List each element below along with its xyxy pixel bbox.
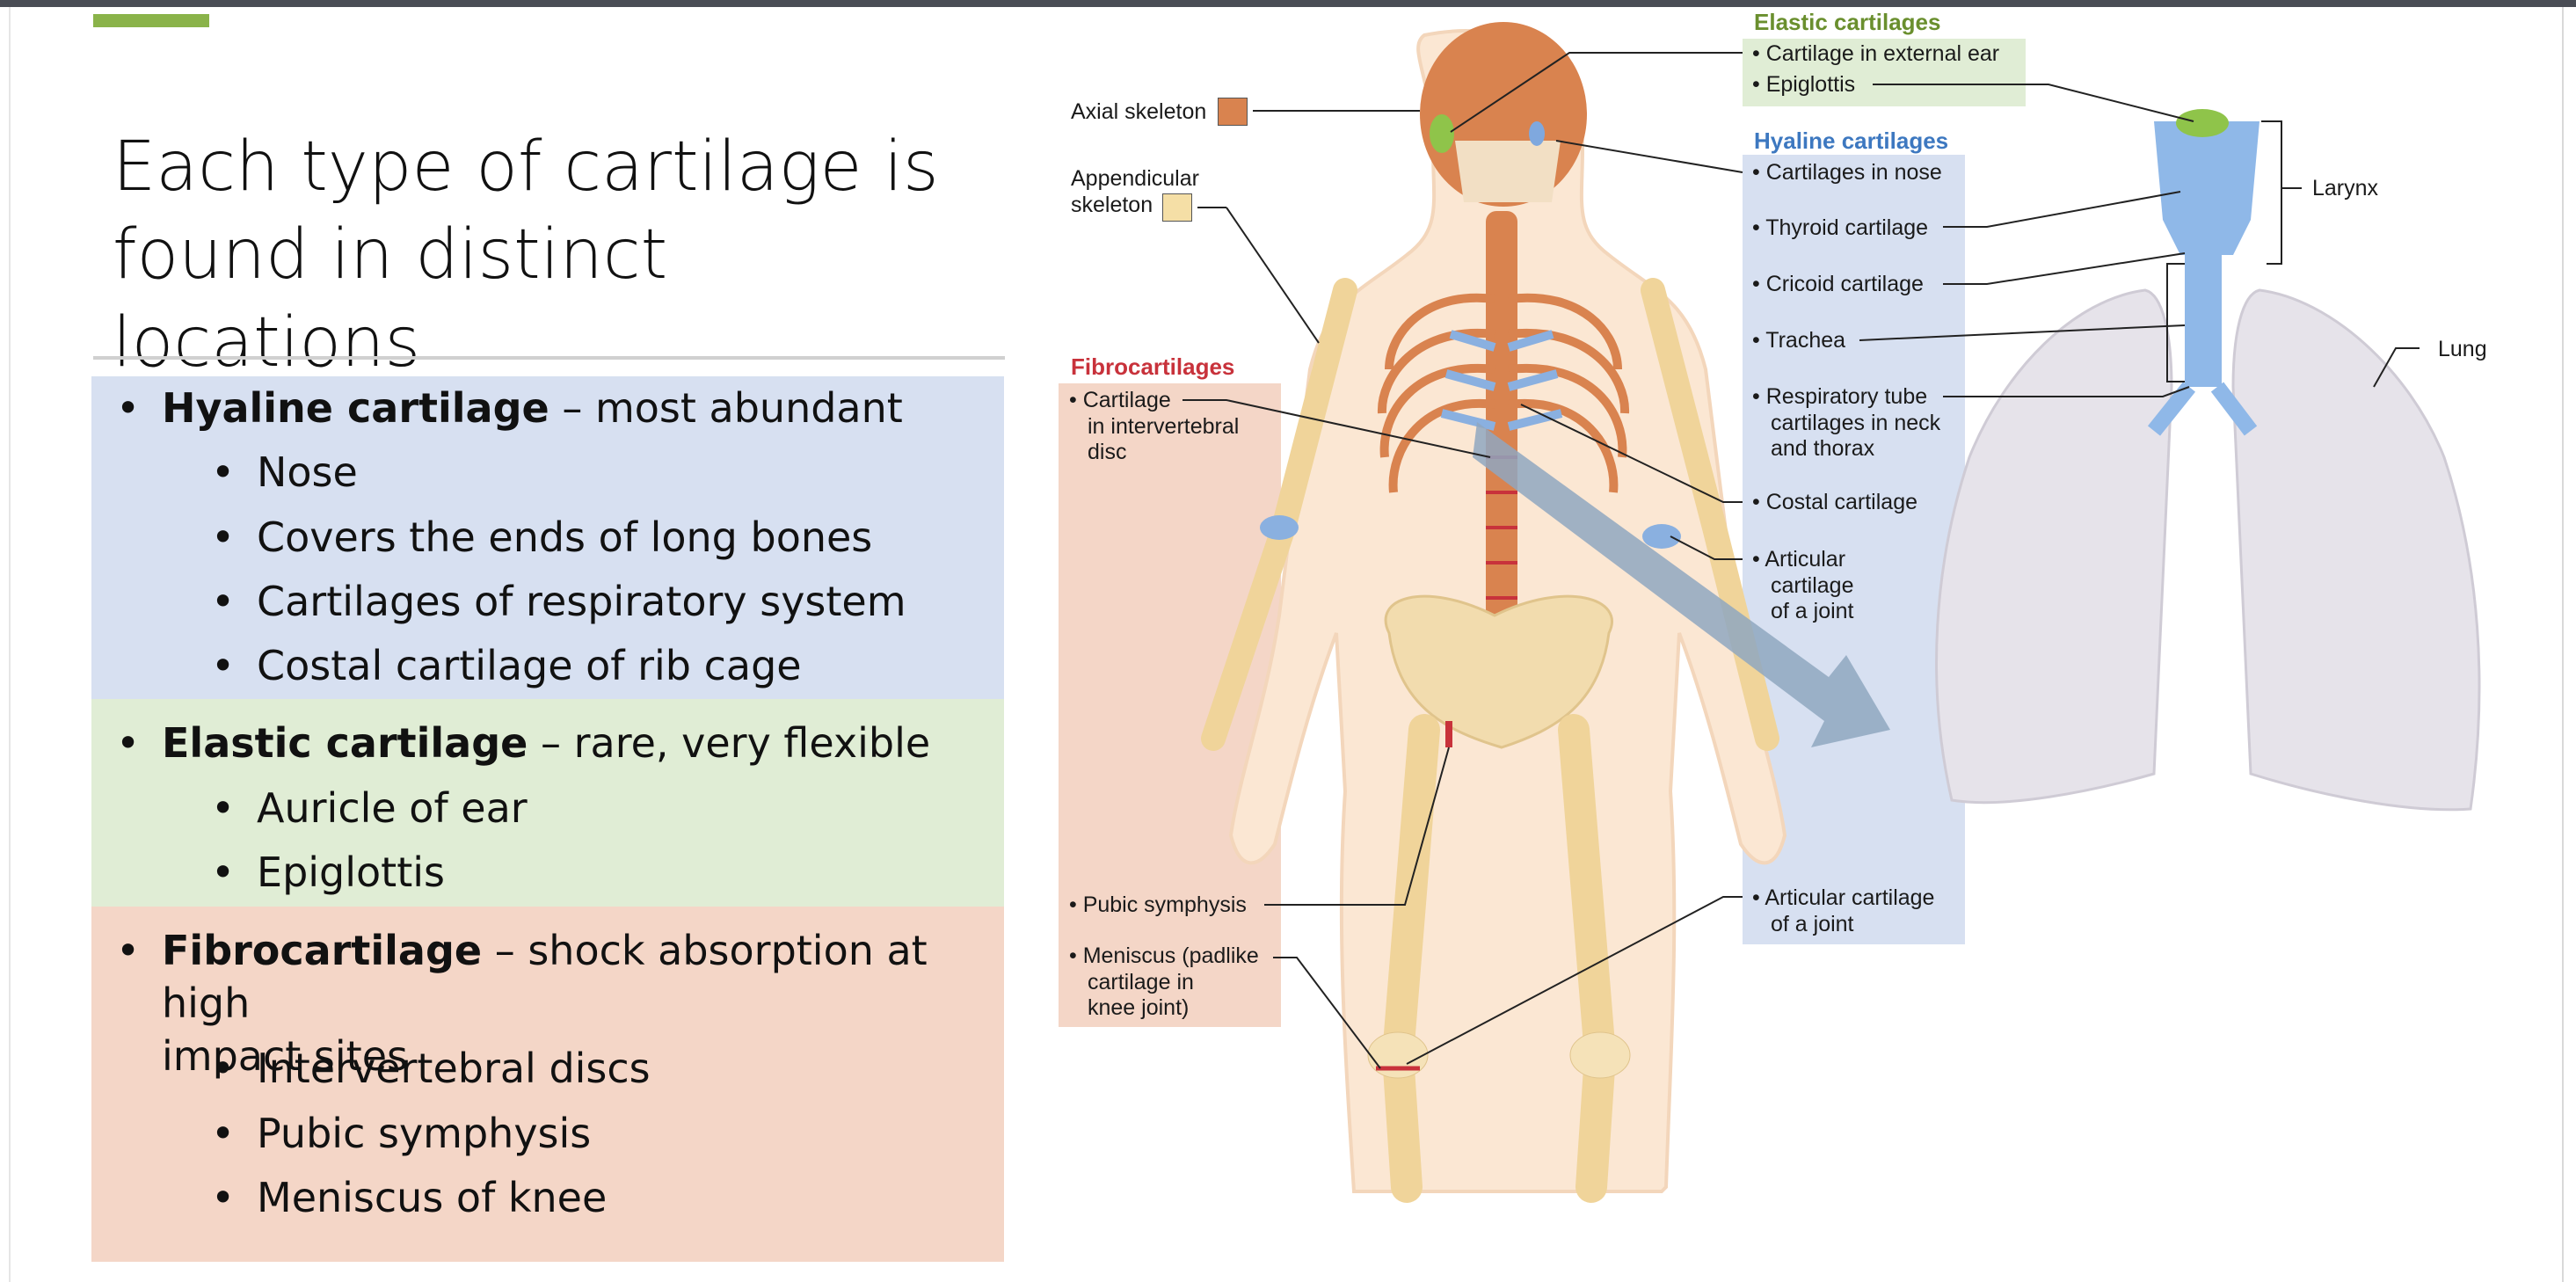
elastic-epiglottis-label: Epiglottis	[1752, 71, 1855, 98]
pubic-symphysis	[1445, 721, 1452, 747]
elastic-heading: Elastic cartilage	[162, 719, 528, 767]
title-accent-bar	[93, 14, 209, 27]
elastic-item: Epiglottis	[211, 846, 445, 899]
knee-right	[1569, 1031, 1631, 1079]
bronchi	[2147, 382, 2258, 436]
hyaline-item: Nose	[211, 446, 358, 499]
elastic-label-box	[1743, 39, 2026, 106]
slide-title: Each type of cartilage is found in disti…	[113, 123, 992, 387]
hyaline-trachea-label: Trachea	[1752, 327, 1845, 353]
fibro-item: Meniscus of knee	[211, 1171, 607, 1224]
hyaline-articular-low-label-2: of a joint	[1771, 912, 1854, 936]
hyaline-thyroid-label: Thyroid cartilage	[1752, 215, 1928, 241]
hyaline-item: Covers the ends of long bones	[211, 511, 872, 564]
ear-cartilage	[1430, 114, 1454, 153]
fibro-desc-1: – shock absorption at high	[162, 927, 928, 1027]
intervertebral-discs	[1486, 455, 1517, 635]
fibro-item: Intervertebral discs	[211, 1042, 651, 1095]
hyaline-item: Cartilages of respiratory system	[211, 575, 906, 628]
arm-bones	[1201, 278, 1779, 751]
elastic-diagram-title: Elastic cartilages	[1754, 9, 1941, 35]
slide-title-line-1: Each type of cartilage is	[113, 127, 939, 207]
elbow-cartilage-right	[1642, 524, 1681, 549]
hyaline-nose-label: Cartilages in nose	[1752, 159, 1942, 186]
fibro-label-box	[1059, 383, 1281, 1027]
hyaline-cricoid-label: Cricoid cartilage	[1752, 271, 1924, 297]
leg-bones	[1381, 714, 1617, 1203]
slide-title-line-2: found in distinct locations	[113, 215, 668, 382]
hyaline-articular-label-1: Articular	[1752, 546, 1845, 572]
hyaline-panel: Hyaline cartilage – most abundant Nose C…	[91, 376, 1004, 699]
elastic-panel: Elastic cartilage – rare, very flexible …	[91, 699, 1004, 907]
knee-left	[1367, 1031, 1429, 1079]
jaw	[1455, 141, 1561, 202]
fibro-disc-label-3: disc	[1088, 440, 1127, 464]
elastic-bullet: Elastic cartilage – rare, very flexible	[116, 717, 931, 769]
appendicular-label-1: Appendicular	[1071, 166, 1199, 191]
body-silhouette	[1228, 29, 1787, 1193]
fibro-panel: Fibrocartilage – shock absorption at hig…	[91, 907, 1004, 1262]
appendicular-label-2: skeleton	[1071, 193, 1153, 217]
zoom-arrow	[1473, 422, 1890, 747]
lung-label: Lung	[2438, 337, 2487, 361]
slide-right-edge	[2562, 7, 2564, 1282]
larynx-label: Larynx	[2312, 176, 2379, 200]
hyaline-diagram-title: Hyaline cartilages	[1754, 127, 1949, 154]
rib-cage	[1377, 293, 1630, 493]
epiglottis	[2176, 109, 2229, 137]
trachea	[2185, 255, 2222, 387]
fibro-item: Pubic symphysis	[211, 1107, 591, 1160]
hyaline-resp-label-1: Respiratory tube	[1752, 383, 1927, 410]
appendicular-swatch	[1162, 193, 1192, 222]
title-divider	[93, 356, 1005, 360]
lung-right-side	[1935, 288, 2173, 805]
hyaline-resp-label-3: and thorax	[1771, 436, 1875, 461]
hyaline-resp-label-2: cartilages in neck	[1771, 411, 1941, 435]
fibro-meniscus-label-1: Meniscus (padlike	[1069, 943, 1259, 969]
axial-skeleton-label: Axial skeleton	[1071, 99, 1207, 124]
elbow-cartilage-left	[1260, 515, 1299, 540]
hyaline-item: Costal cartilage of rib cage	[211, 639, 802, 692]
fibro-disc-label-1: Cartilage	[1069, 387, 1171, 413]
lung-left-side	[2231, 288, 2481, 812]
leader-lines	[1182, 52, 2420, 1069]
elastic-item: Auricle of ear	[211, 782, 528, 834]
axial-swatch	[1218, 98, 1248, 126]
spine	[1486, 211, 1517, 703]
hyaline-articular-label-2: cartilage	[1771, 573, 1854, 598]
slide-left-edge	[9, 7, 11, 1282]
hyaline-desc: – most abundant	[549, 384, 903, 432]
window-top-bar	[0, 0, 2576, 7]
larynx	[2154, 121, 2259, 255]
fibro-meniscus-label-3: knee joint)	[1088, 995, 1190, 1020]
elastic-ear-label: Cartilage in external ear	[1752, 40, 1999, 67]
pelvis	[1384, 594, 1613, 749]
fibro-diagram-title: Fibrocartilages	[1071, 353, 1235, 380]
hyaline-label-box	[1743, 155, 1965, 944]
elastic-desc: – rare, very flexible	[528, 719, 931, 767]
skull	[1420, 22, 1587, 207]
nose-cartilage	[1529, 121, 1545, 146]
fibro-heading: Fibrocartilage	[162, 927, 483, 974]
hyaline-costal-label: Costal cartilage	[1752, 489, 1917, 515]
hyaline-bullet: Hyaline cartilage – most abundant	[116, 382, 903, 434]
fibro-meniscus-label-2: cartilage in	[1088, 970, 1194, 994]
fibro-disc-label-2: in intervertebral	[1088, 414, 1240, 439]
fibro-pubic-label: Pubic symphysis	[1069, 892, 1247, 918]
hyaline-articular-label-3: of a joint	[1771, 599, 1854, 623]
hyaline-heading: Hyaline cartilage	[162, 384, 549, 432]
hyaline-articular-low-label-1: Articular cartilage	[1752, 885, 1934, 911]
